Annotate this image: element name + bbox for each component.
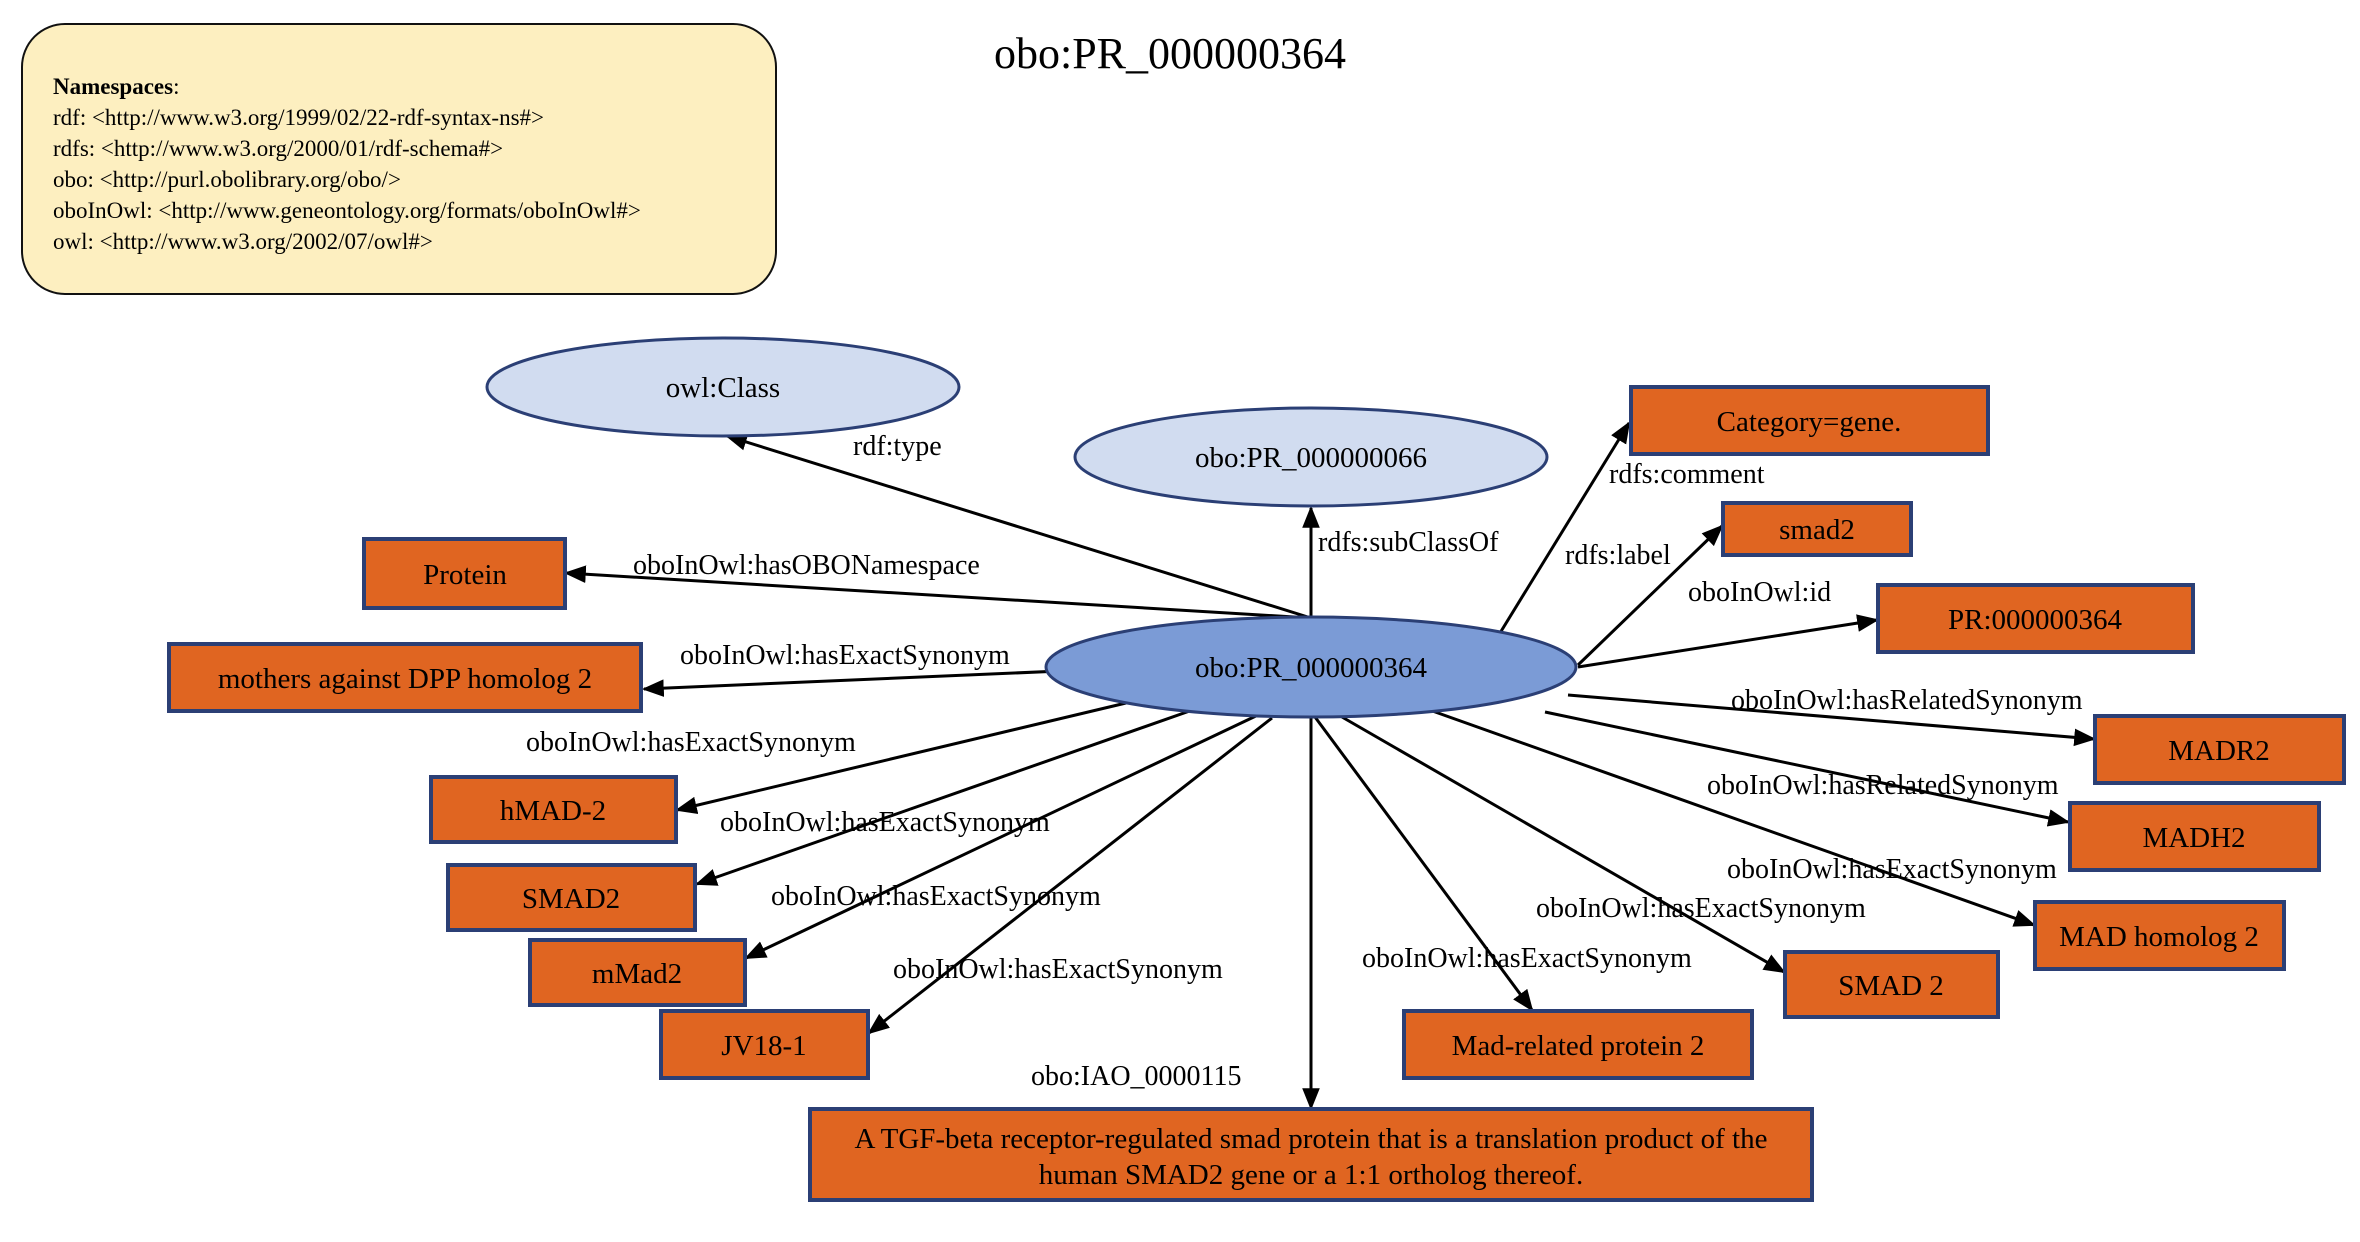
node-superclass-label: obo:PR_000000066 — [1195, 442, 1427, 474]
node-mad-homolog-text: MAD homolog 2 — [2059, 921, 2259, 953]
edge-label-exact-mmad2: oboInOwl:hasExactSynonym — [771, 881, 1101, 912]
edge-label-namespace: oboInOwl:hasOBONamespace — [633, 550, 980, 581]
node-mothers-text: mothers against DPP homolog 2 — [218, 663, 592, 695]
node-definition-line1: A TGF-beta receptor-regulated smad prote… — [855, 1123, 1768, 1155]
edge-exact-smad2 — [694, 705, 1202, 886]
edge-exact-hmad2 — [674, 701, 1127, 814]
node-mad-related-text: Mad-related protein 2 — [1452, 1030, 1705, 1062]
edge-related-madr2 — [1567, 693, 2097, 747]
node-subject-label: obo:PR_000000364 — [1195, 652, 1428, 684]
edge-exact-mad-homolog — [1423, 706, 2037, 927]
edge-exact-mothers — [641, 668, 1085, 697]
namespace-rdfs: rdfs: <http://www.w3.org/2000/01/rdf-sch… — [53, 136, 504, 161]
edge-comment — [1498, 421, 1631, 634]
node-madr2-box[interactable] — [2093, 714, 2346, 785]
node-smad2-upper-box[interactable] — [446, 863, 697, 932]
edge-label-rdf-type: rdf:type — [853, 431, 942, 462]
edge-related-madh2 — [1544, 710, 2071, 827]
edge-label-related-madr2: oboInOwl:hasRelatedSynonym — [1731, 685, 2083, 716]
node-mad-homolog-box[interactable] — [2033, 900, 2286, 971]
edge-exact-mmad2 — [744, 713, 1259, 960]
node-smad2-upper-text: SMAD2 — [522, 883, 620, 915]
node-superclass[interactable]: obo:PR_000000066 — [1073, 406, 1549, 508]
node-definition-box[interactable] — [808, 1107, 1814, 1202]
node-mmad2-box[interactable] — [528, 938, 747, 1007]
node-pr-id-box[interactable] — [1876, 583, 2195, 654]
diagram-title: obo:PR_000000364 — [993, 29, 1347, 78]
node-smad2-label-text: smad2 — [1779, 514, 1855, 546]
edge-label-id: oboInOwl:id — [1688, 577, 1831, 608]
node-category-text: Category=gene. — [1717, 406, 1902, 438]
node-jv18-box[interactable] — [659, 1009, 870, 1080]
edge-label-exact-mad-related: oboInOwl:hasExactSynonym — [1362, 943, 1692, 974]
node-madh2-text: MADH2 — [2142, 822, 2245, 854]
node-smad-2-box[interactable] — [1783, 950, 2000, 1019]
node-protein-text: Protein — [423, 559, 507, 591]
namespace-obo: obo: <http://purl.obolibrary.org/obo/> — [53, 167, 401, 192]
node-owl-class[interactable]: owl:Class — [485, 336, 961, 438]
edge-namespace — [563, 565, 1312, 620]
namespace-owl: owl: <http://www.w3.org/2002/07/owl#> — [53, 229, 433, 254]
namespace-oboinowl: oboInOwl: <http://www.geneontology.org/f… — [53, 198, 641, 223]
node-jv18-text: JV18-1 — [721, 1030, 806, 1062]
node-smad-2-text: SMAD 2 — [1838, 970, 1944, 1002]
edge-rdf-type — [724, 433, 1312, 620]
edge-label-exact-smad2: oboInOwl:hasExactSynonym — [720, 807, 1050, 838]
edge-label-exact-jv18: oboInOwl:hasExactSynonym — [893, 954, 1223, 985]
edge-label-exact-mad-homolog: oboInOwl:hasExactSynonym — [1727, 854, 2057, 885]
edge-label-related-madh2: oboInOwl:hasRelatedSynonym — [1707, 770, 2059, 801]
edge-label-exact-mothers: oboInOwl:hasExactSynonym — [680, 640, 1010, 671]
edge-exact-jv18 — [867, 716, 1273, 1035]
node-definition-line2: human SMAD2 gene or a 1:1 ortholog there… — [1039, 1159, 1583, 1191]
edge-label — [1576, 524, 1724, 667]
node-hmad2-text: hMAD-2 — [500, 795, 606, 827]
namespace-rdf: rdf: <http://www.w3.org/1999/02/22-rdf-s… — [53, 105, 545, 130]
node-mothers-box[interactable] — [167, 642, 643, 713]
node-subject[interactable]: obo:PR_000000364 — [1044, 615, 1578, 719]
node-madh2-box[interactable] — [2068, 801, 2321, 872]
edge-label-exact-smad-2: oboInOwl:hasExactSynonym — [1536, 893, 1866, 924]
edge-label-definition: obo:IAO_0000115 — [1031, 1061, 1242, 1092]
node-owl-class-label: owl:Class — [666, 372, 780, 404]
node-hmad2-box[interactable] — [429, 775, 678, 844]
edge-label-comment: rdfs:comment — [1609, 459, 1765, 490]
node-category-box[interactable] — [1629, 385, 1990, 456]
namespaces-box: Namespaces: rdf: <http://www.w3.org/1999… — [21, 23, 777, 295]
node-mad-related-box[interactable] — [1402, 1009, 1754, 1080]
node-smad2-label-box[interactable] — [1721, 501, 1913, 557]
edge-id — [1577, 614, 1880, 669]
namespaces-heading: Namespaces — [53, 74, 174, 99]
node-pr-id-text: PR:000000364 — [1948, 604, 2123, 636]
edge-exact-smad-2 — [1341, 715, 1786, 974]
node-mmad2-text: mMad2 — [592, 958, 682, 990]
edge-label-subclassof: rdfs:subClassOf — [1318, 527, 1499, 558]
edge-exact-mad-related — [1313, 716, 1534, 1012]
edge-label-label: rdfs:label — [1565, 540, 1671, 571]
edge-label-exact-hmad2: oboInOwl:hasExactSynonym — [526, 727, 856, 758]
node-madr2-text: MADR2 — [2168, 735, 2270, 767]
node-protein-box[interactable] — [362, 537, 567, 610]
namespaces-colon: : — [173, 74, 180, 99]
